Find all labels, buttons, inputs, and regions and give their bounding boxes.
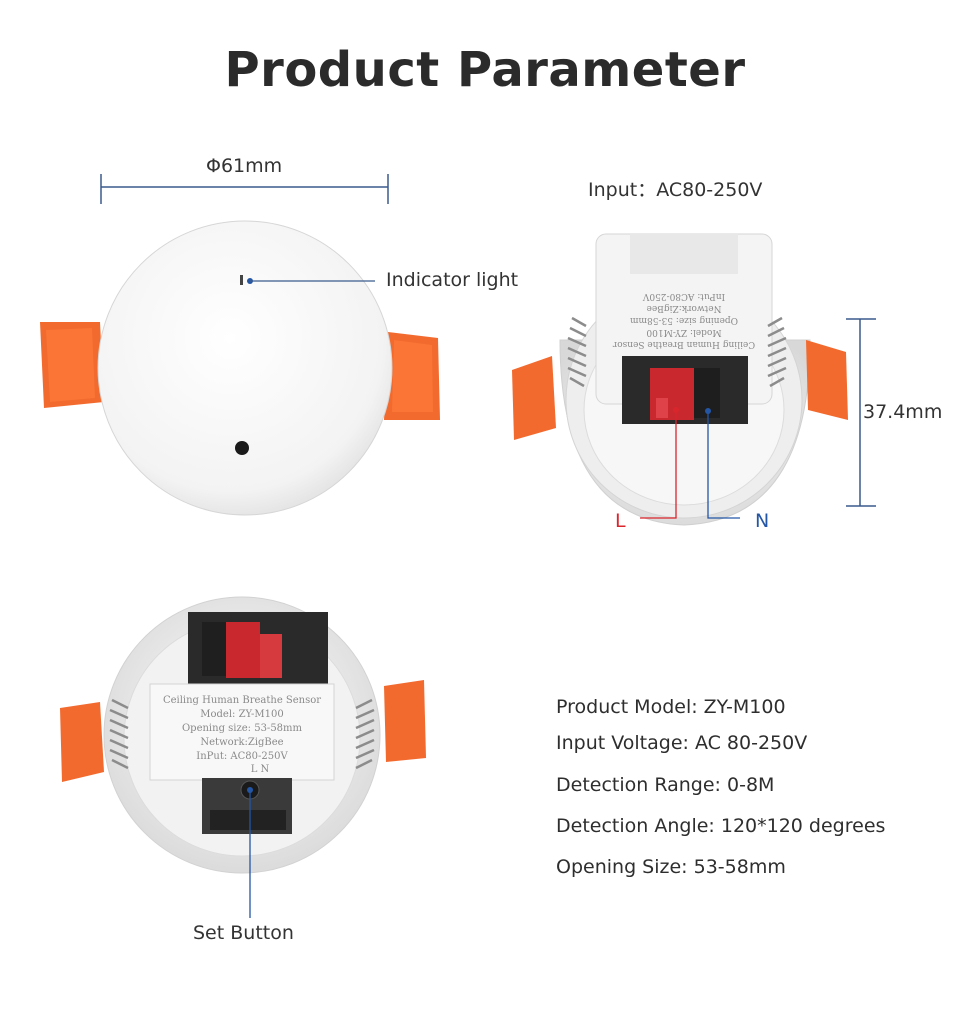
height-dimension-line <box>846 318 876 507</box>
height-label: 37.4mm <box>863 401 943 423</box>
sensor-hole-icon <box>235 441 249 455</box>
left-spring-clip <box>40 322 104 408</box>
indicator-light-icon <box>240 275 243 285</box>
left-spring-clip <box>60 702 104 782</box>
front-view-device <box>40 174 440 516</box>
diameter-dimension-line <box>100 174 389 204</box>
left-spring-clip <box>512 356 556 440</box>
svg-text:Opening size: 53-58mm: Opening size: 53-58mm <box>182 723 303 734</box>
page-title: Product Parameter <box>224 42 746 98</box>
spec-opening-size: Opening Size: 53-58mm <box>556 856 786 878</box>
svg-text:Ceiling Human Breathe Sensor: Ceiling Human Breathe Sensor <box>163 695 321 706</box>
indicator-light-label: Indicator light <box>386 269 519 291</box>
back-view-device: Ceiling Human Breathe Sensor Model: ZY-M… <box>512 233 876 526</box>
spec-detection-angle: Detection Angle: 120*120 degrees <box>556 815 886 837</box>
diameter-label: Φ61mm <box>206 155 283 177</box>
spec-input-voltage: Input Voltage: AC 80-250V <box>556 732 808 754</box>
svg-text:Network:ZigBee: Network:ZigBee <box>200 737 283 748</box>
svg-text:InPut: AC80-250V: InPut: AC80-250V <box>642 291 725 301</box>
back-view-device-set-button: Ceiling Human Breathe Sensor Model: ZY-M… <box>60 596 426 918</box>
svg-text:Ceiling Human Breathe Sensor: Ceiling Human Breathe Sensor <box>612 339 755 349</box>
right-spring-clip <box>384 680 426 762</box>
right-spring-clip <box>384 332 440 420</box>
svg-text:L N: L N <box>251 764 270 775</box>
spec-product-model: Product Model: ZY-M100 <box>556 696 786 718</box>
right-spring <box>767 316 787 388</box>
set-button-label: Set Button <box>193 922 294 944</box>
svg-text:Model: ZY-M100: Model: ZY-M100 <box>646 327 721 337</box>
right-spring-clip <box>806 340 848 420</box>
svg-text:InPut: AC80-250V: InPut: AC80-250V <box>196 751 288 762</box>
svg-text:Opening size: 53-58mm: Opening size: 53-58mm <box>630 315 738 325</box>
spec-detection-range: Detection Range: 0-8M <box>556 774 775 796</box>
svg-text:Network:ZigBee: Network:ZigBee <box>647 303 722 313</box>
input-label: Input：AC80-250V <box>588 179 763 201</box>
live-label: L <box>615 510 626 532</box>
svg-text:Model: ZY-M100: Model: ZY-M100 <box>200 709 283 720</box>
left-spring <box>567 316 587 388</box>
neutral-label: N <box>755 510 770 532</box>
sensor-disc <box>97 220 393 516</box>
